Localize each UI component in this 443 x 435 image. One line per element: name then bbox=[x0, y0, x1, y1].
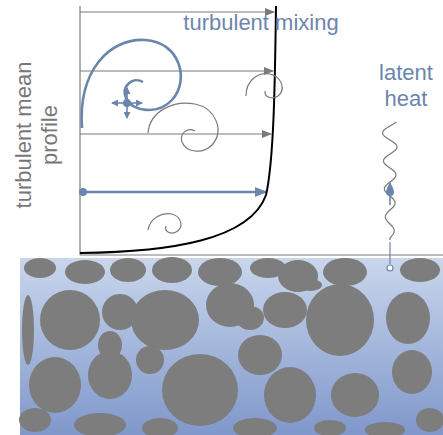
velocity-arrow-blue bbox=[84, 191, 266, 193]
soil-grain bbox=[136, 346, 164, 374]
eddy-spiral-blue bbox=[82, 40, 181, 128]
soil-grain bbox=[331, 373, 379, 417]
soil-grain bbox=[162, 354, 238, 426]
soil-grain bbox=[152, 257, 192, 283]
soil-grain bbox=[40, 290, 100, 350]
soil-grain bbox=[298, 279, 322, 291]
soil-grain bbox=[98, 331, 122, 359]
soil-grains bbox=[19, 257, 443, 435]
soil-grain bbox=[263, 292, 307, 328]
soil-grain bbox=[65, 260, 105, 284]
soil-grain bbox=[198, 258, 242, 286]
title-label: turbulent mixing bbox=[146, 10, 376, 36]
soil-grain bbox=[236, 306, 264, 330]
soil-grain bbox=[131, 290, 199, 350]
mean-profile-curve bbox=[80, 6, 276, 253]
soil-grain bbox=[110, 258, 146, 282]
soil-grain bbox=[392, 350, 432, 394]
soil-grain bbox=[238, 335, 282, 375]
soil-grain bbox=[233, 418, 277, 435]
eddy-spirals bbox=[148, 74, 282, 233]
parcel-dot bbox=[79, 188, 87, 196]
soil-grain bbox=[386, 292, 430, 344]
soil-grain bbox=[323, 258, 367, 286]
soil-grain bbox=[314, 420, 346, 435]
soil-grain bbox=[416, 408, 443, 432]
latent-heat-symbol bbox=[383, 122, 397, 271]
soil-grain bbox=[74, 413, 126, 435]
velocity-arrow bbox=[80, 133, 271, 134]
axis-label: turbulent mean profile bbox=[11, 60, 63, 210]
soil-grain bbox=[29, 357, 81, 413]
soil-grain bbox=[400, 258, 440, 282]
soil-grain bbox=[264, 367, 316, 423]
soil-grain bbox=[19, 408, 51, 432]
ground-line bbox=[80, 254, 443, 255]
soil-grain bbox=[142, 418, 178, 435]
soil-region bbox=[20, 258, 443, 435]
soil-grain bbox=[365, 422, 405, 435]
soil-grain bbox=[306, 284, 374, 356]
axis bbox=[79, 6, 80, 255]
soil-grain bbox=[22, 295, 34, 365]
process-label: latent heat bbox=[370, 60, 442, 112]
mixing-cross bbox=[112, 88, 142, 118]
soil-grain bbox=[24, 258, 56, 278]
velocity-arrow bbox=[80, 70, 273, 71]
